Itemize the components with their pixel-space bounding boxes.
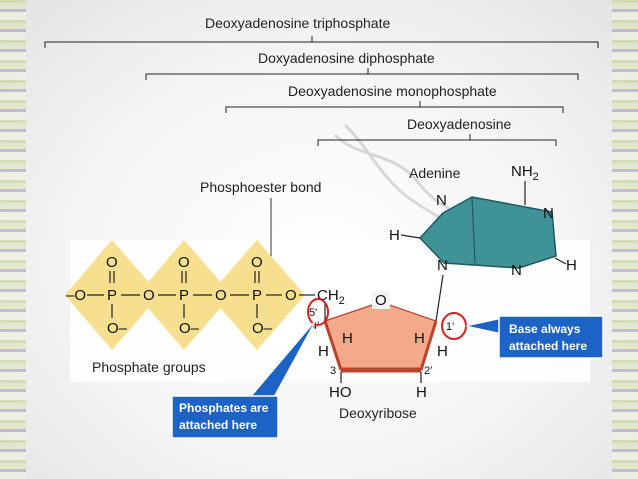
atom-h-2prime: H xyxy=(416,384,427,401)
atom-n1: N xyxy=(543,205,554,222)
phosphate-diamond-1 xyxy=(65,240,160,350)
atom-p1: P xyxy=(107,287,117,304)
pos-4-prime: 4′ xyxy=(311,320,319,332)
base-callout: Base always attached here xyxy=(465,315,604,359)
atom-ring-o: O xyxy=(375,292,387,309)
triphosphate-label: Deoxyadenosine triphosphate xyxy=(205,15,390,31)
deoxyribose-label: Deoxyribose xyxy=(339,405,417,421)
phosphates-callout-box xyxy=(171,395,279,439)
atom-h2: H xyxy=(566,257,577,274)
nucleoside-label: Deoxyadenosine xyxy=(407,116,512,132)
phosphate-chain: –O P O P O P O CH2 O O O O– O– O– xyxy=(66,254,345,337)
adenine-base: Adenine NH2 N N H N N H xyxy=(389,163,577,279)
atom-ho-3prime: HO xyxy=(329,384,352,401)
base-callout-line1: Base always xyxy=(509,322,581,336)
pos-2-prime: 2′ xyxy=(424,365,432,377)
ring-oxygen-bg xyxy=(372,291,390,309)
phosphate-groups xyxy=(65,240,305,350)
base-callout-box xyxy=(498,315,604,359)
diphosphate-label: Doxyadenosine diphosphate xyxy=(258,50,435,66)
adenine-ring-shape xyxy=(418,196,557,269)
atom-h-1prime-inner: H xyxy=(414,330,425,347)
pos-1-prime: 1′ xyxy=(446,321,454,333)
phosphoester-bond-label: Phosphoester bond xyxy=(200,179,321,195)
deoxyribose-sugar: O 5′ 4′ 3 2′ 1′ H H H H HO H xyxy=(309,274,454,401)
atom-o-top-3: O xyxy=(251,254,263,271)
monophosphate-label: Deoxyadenosine monophosphate xyxy=(288,83,497,99)
atom-o-minus-bottom-2: O– xyxy=(179,320,200,337)
atom-o-top-1: O xyxy=(106,254,118,271)
atom-o-bridge-2: O xyxy=(215,287,227,304)
highlight-circle-5prime xyxy=(307,298,329,326)
atom-nh2: NH2 xyxy=(511,163,539,183)
phosphates-callout-line1: Phosphates are xyxy=(179,401,269,415)
atom-o-minus-bottom-3: O– xyxy=(252,320,273,337)
atom-h-4prime-outer: H xyxy=(318,343,329,360)
atom-p3: P xyxy=(252,287,262,304)
atom-n3: N xyxy=(511,262,522,279)
atom-o-top-2: O xyxy=(178,254,190,271)
atom-n9: N xyxy=(437,257,448,274)
atom-p2: P xyxy=(179,287,189,304)
atom-n7: N xyxy=(436,192,447,209)
phosphate-diamond-3 xyxy=(209,240,305,350)
atom-o-minus-left: –O xyxy=(66,287,86,304)
atom-o-bridge-3: O xyxy=(285,287,297,304)
atom-h-4prime-inner: H xyxy=(342,330,353,347)
right-decorative-border xyxy=(612,0,638,479)
brackets xyxy=(44,36,599,146)
atom-h8: H xyxy=(389,227,400,244)
phosphate-groups-label: Phosphate groups xyxy=(92,359,206,375)
atom-h-1prime-outer: H xyxy=(437,343,448,360)
pos-3-prime: 3 xyxy=(330,365,336,377)
phosphate-diamond-2 xyxy=(137,240,232,350)
atom-o-bridge-1: O xyxy=(143,287,155,304)
phosphates-callout: Phosphates are attached here xyxy=(171,319,317,439)
atom-o-minus-bottom-1: O– xyxy=(107,320,128,337)
pos-5-prime: 5′ xyxy=(309,307,317,319)
adenine-label: Adenine xyxy=(409,165,461,181)
base-callout-line2: attached here xyxy=(509,339,587,353)
phosphates-callout-line2: attached here xyxy=(179,418,257,432)
left-decorative-border xyxy=(0,0,26,479)
